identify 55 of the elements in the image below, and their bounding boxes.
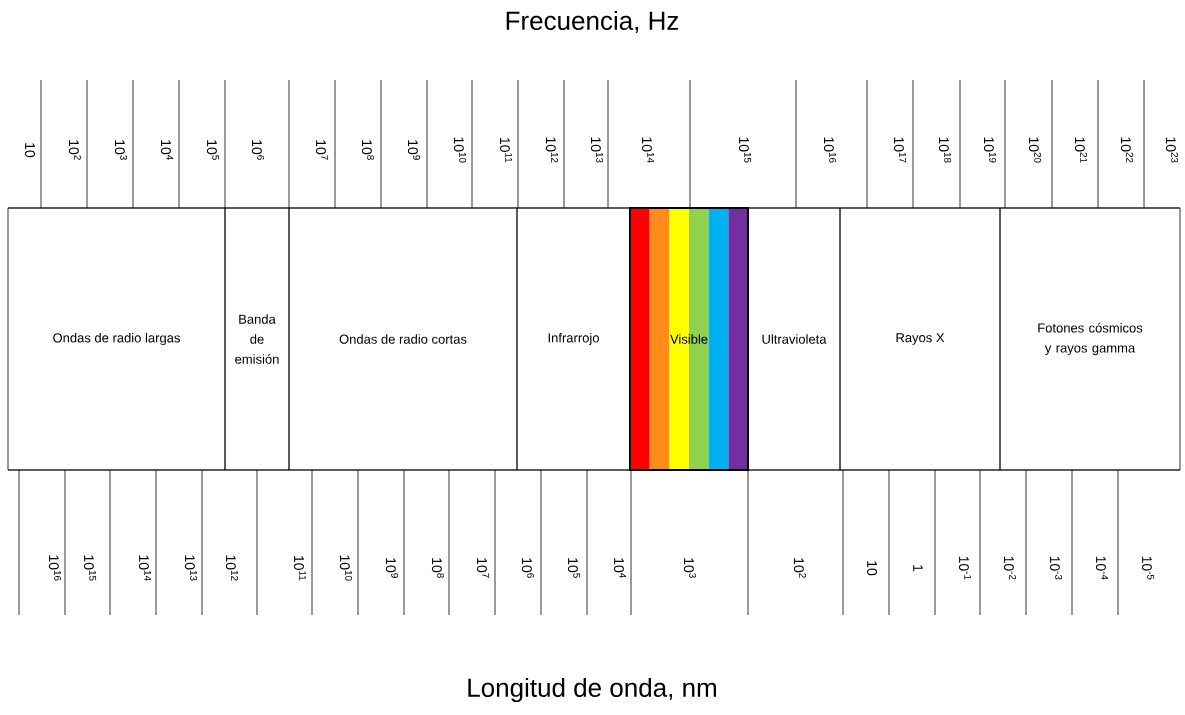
tick-label: 10$^{12}$ [545, 137, 559, 163]
spectrum-band: Rayos X [839, 207, 1001, 471]
spectrum-band: Ondas de radio cortas [288, 207, 518, 471]
tick-label: 10$^{7}$ [476, 558, 490, 578]
tick-label: 10$^{3}$ [114, 140, 128, 160]
tick-label: 10$^{-4}$ [1095, 556, 1109, 580]
tick-label: 10$^{14}$ [641, 137, 655, 163]
tick-label: 10$^{15}$ [738, 137, 752, 163]
spectrum-band: Infrarrojo [516, 207, 631, 471]
tick-label: 10$^{11}$ [293, 555, 307, 581]
tick-label: 10$^{17}$ [893, 137, 907, 163]
tick-label: 1 [913, 565, 923, 572]
tick-label: 10$^{3}$ [683, 558, 697, 578]
tick-label: 10$^{11}$ [499, 137, 513, 163]
tick-label: 10$^{-3}$ [1049, 556, 1063, 580]
tick-label: 10$^{19}$ [983, 137, 997, 163]
tick-label: 10$^{-5}$ [1141, 556, 1155, 580]
tick-label: 10$^{2}$ [793, 558, 807, 578]
tick-label: 10$^{12}$ [225, 555, 239, 581]
tick-label: 10$^{14}$ [138, 555, 152, 581]
tick-label: 10$^{8}$ [361, 140, 375, 160]
spectrum-band: Visible [629, 207, 749, 471]
tick-label: 10$^{10}$ [339, 555, 353, 581]
spectrum-band: Banda de emisión [224, 207, 290, 471]
tick-label: 10$^{2}$ [68, 140, 82, 160]
tick-label: 10$^{18}$ [938, 137, 952, 163]
tick-label: 10$^{5}$ [567, 558, 581, 578]
axis-title: Frecuencia, Hz [506, 10, 679, 34]
tick-label: 10 [25, 143, 35, 158]
tick-label: 10$^{6}$ [521, 558, 535, 578]
axis-title: Longitud de onda, nm [468, 677, 716, 703]
tick-label: 10$^{-2}$ [1003, 556, 1017, 580]
tick-label: 10$^{20}$ [1028, 137, 1042, 163]
tick-label: 10$^{22}$ [1120, 137, 1134, 163]
tick-label: 10$^{7}$ [315, 140, 329, 160]
tick-label: 10$^{16}$ [823, 137, 837, 163]
tick-label: 10$^{9}$ [385, 558, 399, 578]
tick-label: 10$^{-1}$ [958, 556, 972, 580]
tick-label: 10$^{5}$ [206, 140, 220, 160]
tick-label: 10$^{13}$ [590, 137, 604, 163]
spectrum-band: Ultravioleta [747, 207, 841, 471]
spectrum-band: Ondas de radio largas [7, 207, 226, 471]
tick-label: 10$^{6}$ [251, 140, 265, 160]
tick-label: 10 [867, 561, 877, 576]
tick-label: 10$^{9}$ [407, 140, 421, 160]
tick-label: 10$^{13}$ [184, 555, 198, 581]
tick-label: 10$^{16}$ [48, 555, 62, 581]
tick-label: 10$^{15}$ [83, 555, 97, 581]
tick-label: 10$^{4}$ [613, 558, 627, 578]
tick-label: 10$^{23}$ [1165, 137, 1179, 163]
tick-label: 10$^{21}$ [1074, 137, 1088, 163]
tick-label: 10$^{4}$ [160, 140, 174, 160]
tick-label: 10$^{8}$ [431, 558, 445, 578]
tick-label: 10$^{10}$ [453, 137, 467, 163]
spectrum-band: Fotones cósmicos y rayos gamma [999, 207, 1181, 471]
